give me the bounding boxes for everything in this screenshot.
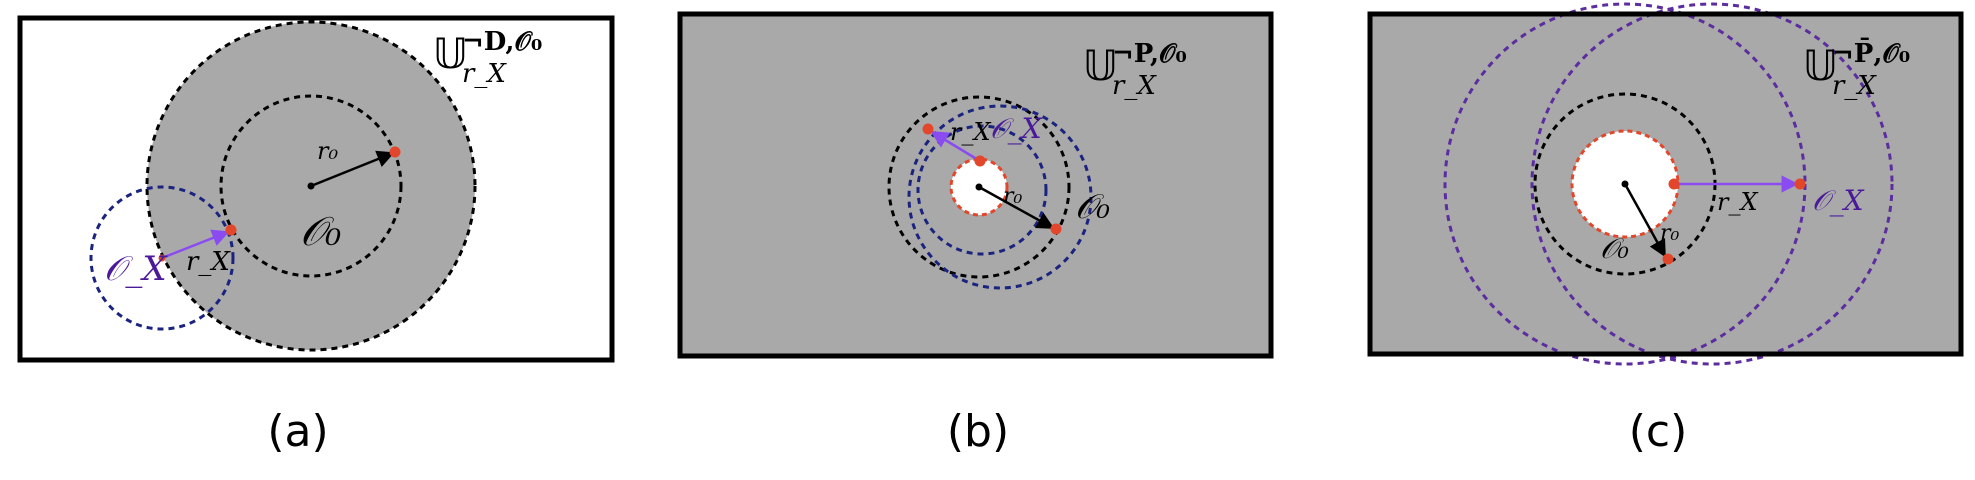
label-rx: r_X bbox=[950, 118, 991, 146]
radius-rx-arrow bbox=[161, 229, 230, 260]
panel-c-frame bbox=[1367, 11, 1964, 357]
contact-point bbox=[922, 123, 934, 135]
radius-r0-arrow bbox=[978, 185, 1055, 230]
label-rx: r_X bbox=[1717, 188, 1758, 216]
obstacle-ox-circle bbox=[89, 185, 235, 331]
radius-r0-arrow bbox=[1623, 183, 1667, 258]
center-ox-dot bbox=[158, 254, 166, 262]
set-symbol: 𝕌 bbox=[1083, 41, 1118, 90]
panel-b: r₀ 𝒪₀ 𝒪_X r_X 𝕌 ¬P,𝒪₀ r_X (b) bbox=[677, 11, 1274, 457]
center-o0-dot bbox=[307, 182, 315, 190]
label-r0: r₀ bbox=[1660, 221, 1680, 246]
boundary-point bbox=[1662, 253, 1674, 265]
obstacle-ox-circle-outer bbox=[907, 104, 1093, 290]
set-symbol: 𝕌 bbox=[433, 29, 468, 78]
label-ox: 𝒪_X bbox=[1812, 184, 1865, 217]
panel-a-frame bbox=[17, 15, 615, 363]
label-o0: 𝒪₀ bbox=[1075, 187, 1110, 227]
label-o0: 𝒪₀ bbox=[1600, 232, 1629, 265]
label-ox: 𝒪_X bbox=[104, 249, 168, 289]
label-r0: r₀ bbox=[317, 137, 338, 165]
panel-b-gray-field bbox=[680, 14, 1271, 356]
caption-a: (a) bbox=[267, 406, 328, 457]
set-superscript: ¬D,𝒪₀ bbox=[462, 27, 542, 57]
contact-point bbox=[1668, 178, 1680, 190]
panel-a: r₀ 𝒪₀ 𝒪_X r_X 𝕌 ¬D,𝒪₀ r_X (a) bbox=[17, 15, 615, 457]
set-subscript: r_X bbox=[462, 59, 507, 89]
boundary-point bbox=[389, 146, 401, 158]
set-label-b: 𝕌 ¬P,𝒪₀ r_X bbox=[1083, 39, 1187, 101]
label-r0: r₀ bbox=[1003, 184, 1023, 209]
set-symbol: 𝕌 bbox=[1803, 41, 1838, 90]
caption-c: (c) bbox=[1629, 406, 1688, 457]
center-ox-dot bbox=[974, 155, 986, 167]
set-subscript: r_X bbox=[1832, 71, 1877, 101]
set-label-c: 𝕌 ¬P̄,𝒪₀ r_X bbox=[1803, 37, 1910, 101]
obstacle-ox-circle-right bbox=[1530, 2, 1894, 366]
obstacle-ox-circle-inner bbox=[916, 124, 1048, 256]
obstacle-o0-circle bbox=[219, 94, 403, 278]
set-subscript: r_X bbox=[1112, 71, 1157, 101]
panel-b-frame bbox=[677, 11, 1274, 359]
center-o0-dot bbox=[1621, 180, 1629, 188]
panel-c-gray-field bbox=[1370, 14, 1961, 354]
radius-rx-arrow bbox=[930, 130, 981, 163]
set-superscript: ¬P̄,𝒪₀ bbox=[1832, 37, 1910, 69]
radius-r0-arrow bbox=[310, 150, 395, 188]
obstacle-o0-circle bbox=[887, 95, 1071, 279]
panel-c: r₀ 𝒪₀ 𝒪_X r_X 𝕌 ¬P̄,𝒪₀ r_X (c) bbox=[1367, 2, 1964, 457]
label-o0: 𝒪₀ bbox=[300, 209, 341, 255]
contact-point bbox=[225, 224, 237, 236]
label-ox: 𝒪_X bbox=[990, 112, 1043, 145]
forbidden-hole bbox=[949, 157, 1009, 217]
caption-b: (b) bbox=[947, 406, 1009, 457]
center-o0-dot bbox=[975, 183, 983, 191]
set-label-a: 𝕌 ¬D,𝒪₀ r_X bbox=[433, 27, 542, 89]
label-rx: r_X bbox=[186, 247, 231, 277]
set-superscript: ¬P,𝒪₀ bbox=[1112, 39, 1187, 69]
center-ox-dot bbox=[1794, 178, 1806, 190]
boundary-point bbox=[1050, 223, 1062, 235]
